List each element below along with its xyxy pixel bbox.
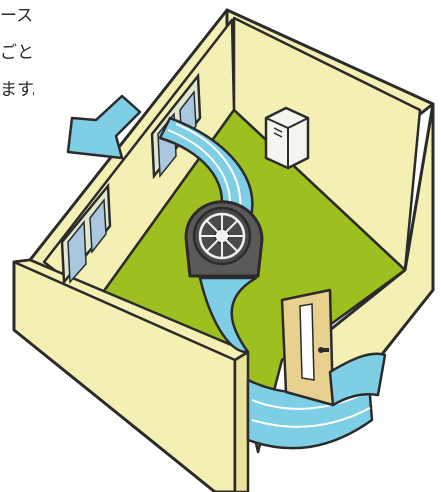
caption-line-2: ごとも bbox=[0, 43, 34, 63]
airflow-band-lower bbox=[198, 276, 258, 354]
front-wall-end bbox=[233, 350, 250, 492]
window-lower bbox=[60, 182, 112, 286]
airflow-band-tail bbox=[328, 352, 387, 407]
door-handle-icon bbox=[318, 347, 329, 353]
air-purifier-icon bbox=[264, 106, 310, 170]
door bbox=[280, 288, 335, 407]
caption-line-3: ます。 bbox=[0, 80, 34, 100]
circulator-fan-icon bbox=[184, 200, 264, 278]
caption-line-1: ースを bbox=[0, 6, 34, 26]
airflow-arrow-icon bbox=[66, 94, 142, 160]
